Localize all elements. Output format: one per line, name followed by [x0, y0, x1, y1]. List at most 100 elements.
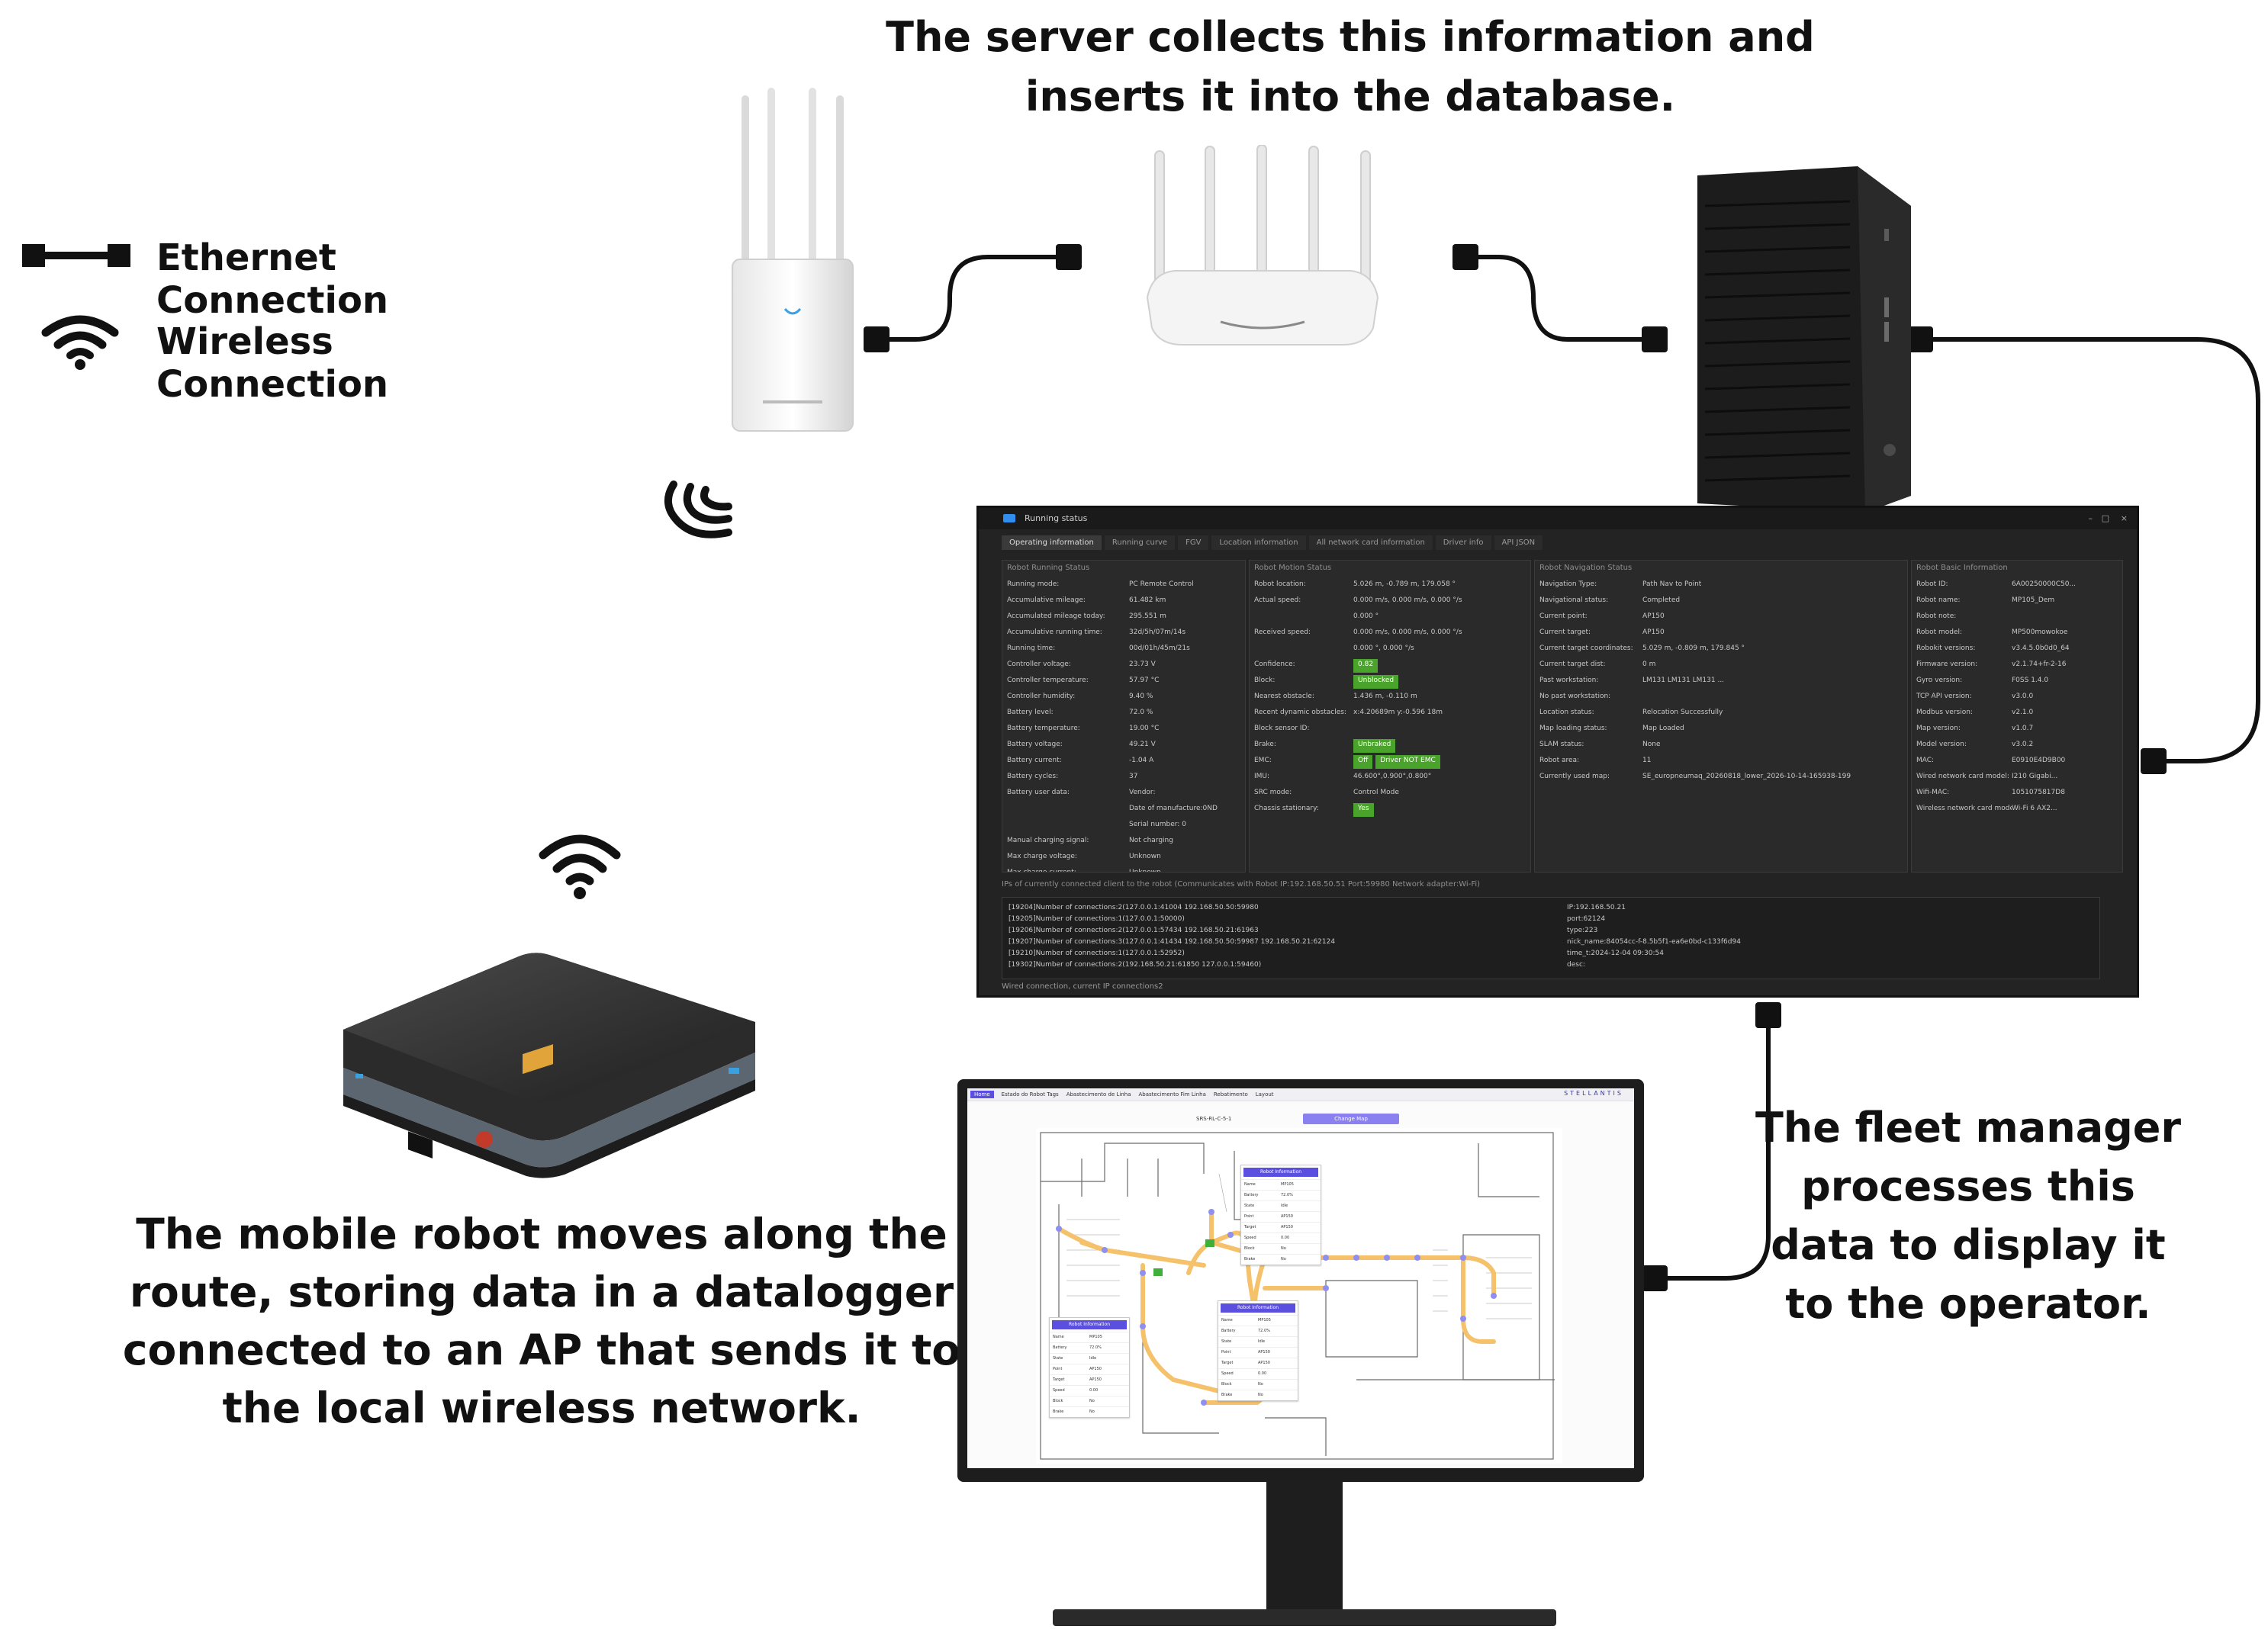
close-icon[interactable]: ×: [2120, 513, 2128, 523]
monitor-stand: [1053, 1480, 1556, 1626]
status-key: Robot ID:: [1916, 580, 1948, 588]
fm-tab-line-supply[interactable]: Abastecimento de Linha: [1066, 1091, 1131, 1098]
status-key: EMC:: [1254, 757, 1272, 764]
status-row: Block sensor ID:: [1254, 721, 1526, 737]
status-row: IMU:46.600°,0.900°,0.800°: [1254, 769, 1526, 785]
card-value: AP150: [1281, 1225, 1293, 1229]
fm-tab-end-line-supply[interactable]: Abastecimento Fim Linha: [1138, 1091, 1206, 1098]
card-value: No: [1089, 1399, 1095, 1403]
status-key: Battery cycles:: [1007, 773, 1059, 780]
legend: Ethernet Connection Wireless Connection: [19, 229, 568, 406]
minimize-icon[interactable]: –: [2088, 513, 2093, 523]
status-key: Max charge current:: [1007, 869, 1076, 873]
status-row: SRC mode:Control Mode: [1254, 785, 1526, 801]
status-key: SRC mode:: [1254, 789, 1292, 796]
status-row: Accumulative mileage:61.482 km: [1007, 593, 1240, 609]
server-cable-plug-right: [1907, 326, 1933, 352]
card-value: 0.00: [1258, 1371, 1267, 1376]
tab-fgv[interactable]: FGV: [1178, 535, 1209, 550]
status-row: Nearest obstacle:1.436 m, -0.110 m: [1254, 689, 1526, 705]
status-value: 49.21 V: [1129, 741, 1156, 748]
status-value: 37: [1129, 773, 1138, 780]
status-row: Robot name:MP105_Dem: [1916, 593, 2118, 609]
log-left: [19204]Number of connections:2(127.0.0.1…: [1009, 902, 1573, 971]
status-value: 32d/5h/07m/14s: [1129, 628, 1186, 636]
status-value: Wi-Fi 6 AX2...: [2012, 805, 2057, 812]
status-key: Wireless network card model:: [1916, 805, 2012, 812]
status-value: 46.600°,0.900°,0.800°: [1353, 773, 1432, 780]
status-value: 72.0 %: [1129, 709, 1153, 716]
status-row: Map version:v1.0.7: [1916, 721, 2118, 737]
card-value: Idle: [1281, 1204, 1288, 1208]
card-key: Block: [1244, 1246, 1255, 1251]
status-value: v2.1.74+fr-2-16: [2012, 660, 2067, 668]
status-value: F0SS 1.4.0: [2012, 677, 2049, 684]
status-value: Not charging: [1129, 837, 1173, 844]
panel-title: Robot Motion Status: [1254, 564, 1332, 572]
status-value: 1.436 m, -0.110 m: [1353, 693, 1417, 700]
status-key: Firmware version:: [1916, 660, 1978, 668]
panel-title: Robot Running Status: [1007, 564, 1090, 572]
status-value: None: [1642, 741, 1661, 748]
card-value: Idle: [1258, 1339, 1266, 1344]
status-key: Map version:: [1916, 725, 1961, 732]
status-row: Current target coordinates:5.029 m, -0.8…: [1539, 641, 1903, 657]
status-key: Current target coordinates:: [1539, 644, 1633, 652]
status-row: Battery cycles: 37: [1007, 769, 1240, 785]
robot-caption: The mobile robot moves along the route, …: [122, 1210, 961, 1432]
status-value: Path Nav to Point: [1642, 580, 1702, 588]
card-key: State: [1244, 1204, 1255, 1208]
tab-network-card-information[interactable]: All network card information: [1308, 535, 1433, 550]
card-title: Robot Information: [1052, 1320, 1127, 1329]
status-value: v3.0.2: [2012, 741, 2034, 748]
status-key: Robot model:: [1916, 628, 1963, 636]
card-key: Point: [1221, 1350, 1231, 1355]
fm-tab-layout[interactable]: Layout: [1255, 1091, 1274, 1098]
fm-tab-robot-tags[interactable]: Estado do Robot Tags: [1001, 1091, 1059, 1098]
card-key: Speed: [1244, 1236, 1256, 1240]
status-row: Model version:v3.0.2: [1916, 737, 2118, 753]
tab-operating-information[interactable]: Operating information: [1002, 535, 1102, 550]
status-row: Wired network card model:I210 Gigabi...: [1916, 769, 2118, 785]
log-line: desc:: [1567, 961, 1585, 969]
card-key: Brake: [1244, 1257, 1256, 1261]
status-row: Battery user data:Vendor:: [1007, 785, 1240, 801]
status-row: Battery level:72.0 %: [1007, 705, 1240, 721]
status-value: Unknown: [1129, 853, 1161, 860]
status-key: Block sensor ID:: [1254, 725, 1310, 732]
tab-running-curve[interactable]: Running curve: [1104, 535, 1176, 550]
fm-tab-home[interactable]: Home: [970, 1091, 994, 1098]
change-map-button[interactable]: Change Map: [1303, 1114, 1399, 1124]
status-row: Controller temperature:57.97 °C: [1007, 673, 1240, 689]
mobile-robot: [343, 953, 755, 1178]
status-key: Battery current:: [1007, 757, 1062, 764]
maximize-icon[interactable]: □: [2101, 513, 2109, 523]
card-value: MP105: [1281, 1182, 1294, 1187]
tab-driver-info[interactable]: Driver info: [1435, 535, 1491, 550]
status-value: 295.551 m: [1129, 612, 1166, 620]
status-key: Map loading status:: [1539, 725, 1607, 732]
status-key: Currently used map:: [1539, 773, 1610, 780]
status-key: Battery temperature:: [1007, 725, 1080, 732]
status-row: 0.000 °: [1254, 609, 1526, 625]
log-line: type:223: [1567, 927, 1598, 934]
monitor-cable-plug: [1642, 1265, 1668, 1291]
status-row: Battery current:-1.04 A: [1007, 753, 1240, 769]
status-row: Location status:Relocation Successfully: [1539, 705, 1903, 721]
tab-api-json[interactable]: API JSON: [1494, 535, 1543, 550]
tab-location-information[interactable]: Location information: [1211, 535, 1306, 550]
fm-tab-rebatimento[interactable]: Rebatimento: [1213, 1091, 1248, 1098]
status-value: 0.000 m/s, 0.000 m/s, 0.000 °/s: [1353, 596, 1462, 604]
log-line: [19207]Number of connections:3(127.0.0.1…: [1009, 938, 1336, 946]
card-title: Robot Information: [1221, 1303, 1295, 1313]
status-value: 6A00250000C50...: [2012, 580, 2077, 588]
